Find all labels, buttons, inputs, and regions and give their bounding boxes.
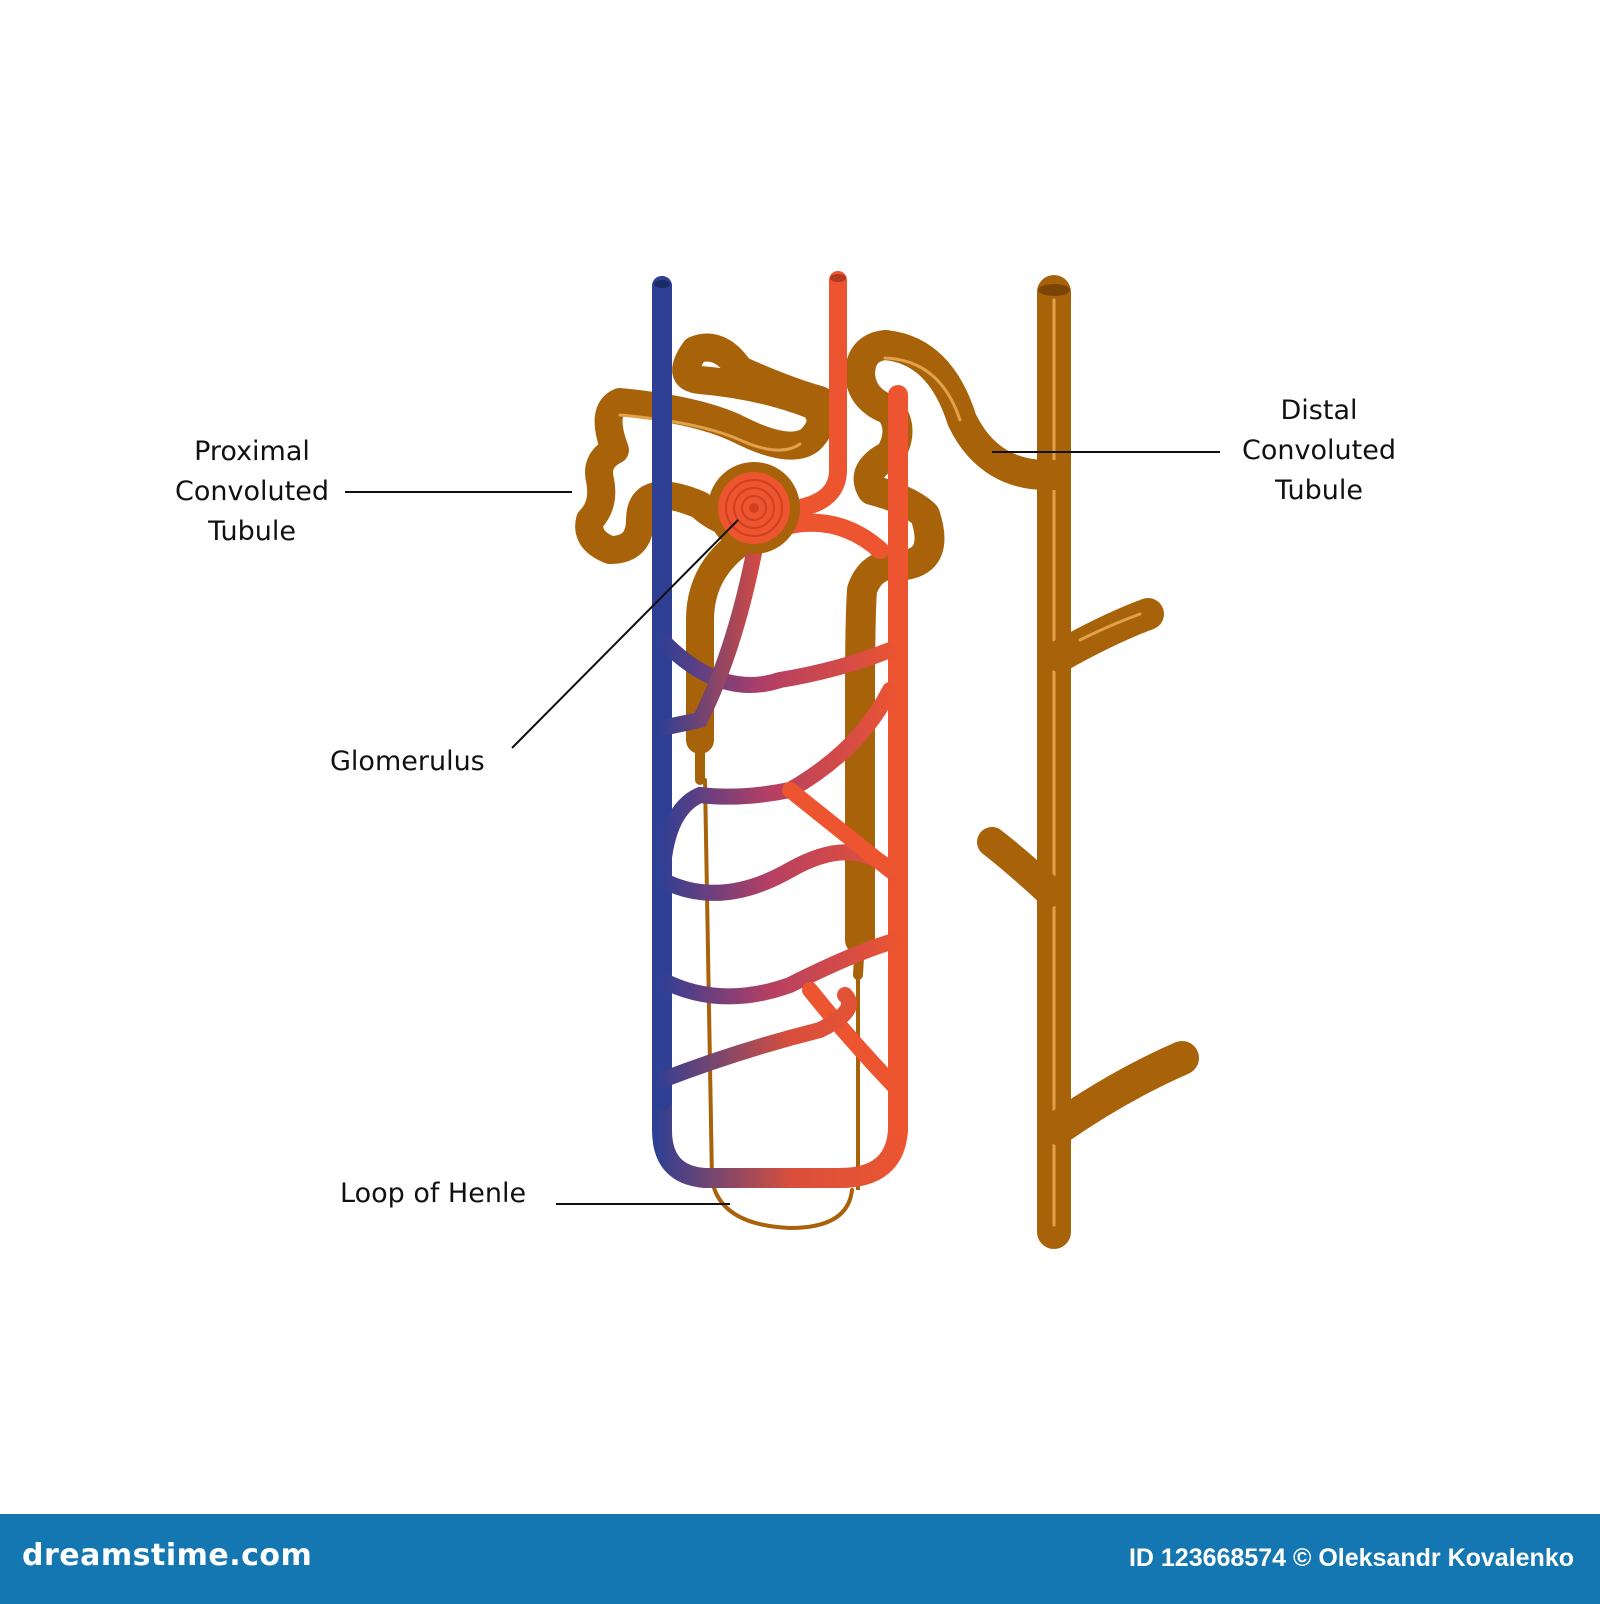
loop-of-henle-label: Loop of Henle (340, 1178, 527, 1209)
distal-label-line-1: Distal (1280, 395, 1358, 426)
footer-banner: dreamstime.com ID 123668574 © Oleksandr … (0, 1514, 1600, 1604)
proximal-label-line-1: Proximal (194, 436, 310, 467)
image-credit: ID 123668574 © Oleksandr Kovalenko (1128, 1544, 1574, 1572)
distal-convoluted-tubule (845, 330, 1069, 1190)
distal-label-line-3: Tubule (1275, 475, 1363, 506)
distal-label-line-2: Convoluted (1242, 435, 1396, 466)
leader-lines (345, 451, 1220, 1205)
proximal-label-line-2: Convoluted (175, 476, 329, 507)
vein (652, 276, 908, 1188)
proximal-convoluted-tubule-label: Proximal Convoluted Tubule (162, 432, 342, 552)
loop-of-henle (703, 778, 854, 1231)
collecting-duct (977, 275, 1199, 1249)
glomerulus-leader-line (511, 519, 739, 749)
glomerulus-label: Glomerulus (330, 746, 485, 777)
proximal-label-line-3: Tubule (208, 516, 296, 547)
brand-logo: dreamstime.com (22, 1538, 313, 1573)
artery (781, 271, 908, 1140)
distal-convoluted-tubule-label: Distal Convoluted Tubule (1224, 391, 1414, 511)
glomerulus (708, 462, 800, 554)
nephron-diagram (345, 271, 1220, 1249)
